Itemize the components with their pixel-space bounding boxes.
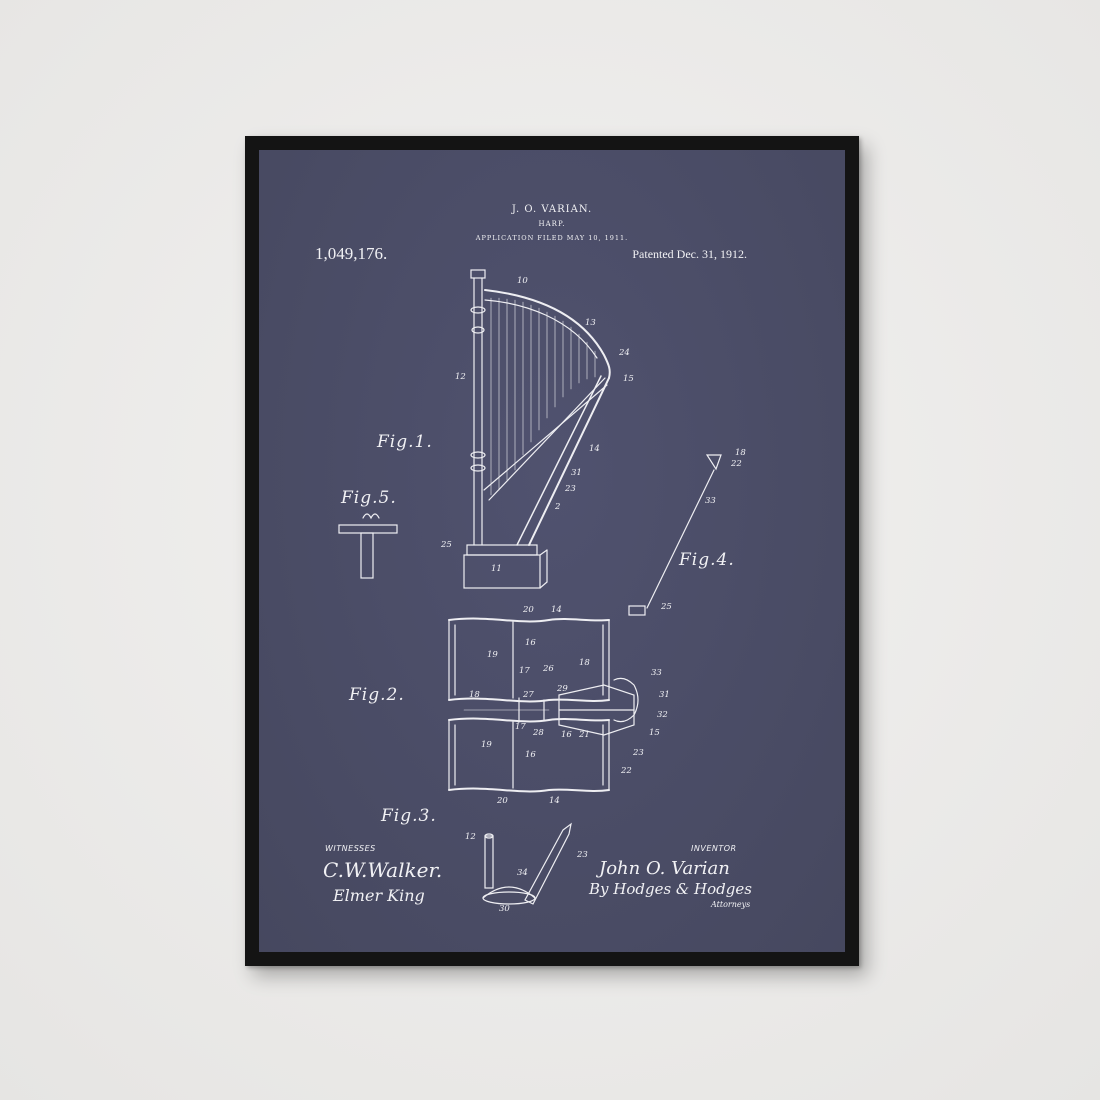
fig4-ref-18: 18 [735, 448, 746, 458]
fig2-ref-14a: 14 [551, 605, 562, 615]
filed-date: APPLICATION FILED MAY 10, 1911. [475, 234, 629, 242]
patent-poster: J. O. VARIAN. HARP. APPLICATION FILED MA… [259, 150, 845, 952]
fig2-ref-23: 23 [633, 748, 644, 758]
patent-drawings [338, 269, 722, 905]
fig2-ref-29: 29 [557, 684, 568, 694]
fig2-ref-18b: 18 [469, 690, 480, 700]
ref-12: 12 [455, 372, 466, 382]
ref-23: 23 [565, 484, 576, 494]
patent-date: Patented Dec. 31, 1912. [632, 247, 747, 261]
fig3-ref-34: 34 [517, 868, 528, 878]
fig2-ref-21: 21 [579, 730, 590, 740]
fig2-ref-31: 31 [659, 690, 670, 700]
witness-signature-2: Elmer King [333, 886, 425, 905]
fig2-ref-27: 27 [523, 690, 534, 700]
fig2-ref-26: 26 [543, 664, 554, 674]
fig2-ref-19a: 19 [487, 650, 498, 660]
inventor-label: INVENTOR [691, 844, 737, 853]
fig3-ref-30: 30 [499, 904, 510, 914]
inventor-name: J. O. VARIAN. [511, 204, 593, 215]
ref-2: 2 [555, 502, 561, 512]
witness-signature-1: C.W.Walker. [323, 858, 443, 882]
fig1-label: Fig.1. [377, 432, 433, 452]
fig4-ref-33: 33 [705, 496, 716, 506]
fig2-ref-20a: 20 [523, 605, 534, 615]
fig2-ref-33: 33 [651, 668, 662, 678]
fig4-label: Fig.4. [679, 550, 735, 570]
fig2-label: Fig.2. [349, 685, 405, 705]
fig2-ref-15: 15 [649, 728, 660, 738]
ref-25: 25 [441, 540, 452, 550]
ref-14: 14 [589, 444, 600, 454]
inventor-signature: John O. Varian [599, 858, 730, 879]
fig2-ref-18a: 18 [579, 658, 590, 668]
fig2-ref-17a: 17 [519, 666, 530, 676]
fig2-ref-16c: 16 [525, 750, 536, 760]
fig2-ref-16a: 16 [525, 638, 536, 648]
fig3-drawing [482, 822, 572, 905]
fig2-ref-14b: 14 [549, 796, 560, 806]
ref-10: 10 [517, 276, 528, 286]
fig2-drawing [448, 617, 639, 793]
harp-strings [490, 297, 596, 496]
fig2-ref-16b: 16 [561, 730, 572, 740]
fig5-label: Fig.5. [341, 488, 397, 508]
ref-11: 11 [491, 564, 502, 574]
attorneys-label: Attorneys [711, 900, 751, 909]
fig2-ref-32: 32 [657, 710, 668, 720]
witnesses-label: WITNESSES [325, 844, 376, 853]
fig2-ref-28: 28 [533, 728, 544, 738]
fig4-drawing [628, 454, 722, 616]
fig2-ref-17b: 17 [515, 722, 526, 732]
picture-frame: J. O. VARIAN. HARP. APPLICATION FILED MA… [245, 136, 859, 966]
harp-drawing [463, 269, 611, 589]
fig4-ref-25: 25 [661, 602, 672, 612]
attorney-signature: By Hodges & Hodges [589, 880, 752, 898]
patent-title: HARP. [538, 220, 566, 228]
ref-24: 24 [619, 348, 630, 358]
fig4-ref-22: 22 [731, 459, 742, 469]
ref-15: 15 [623, 374, 634, 384]
ref-31: 31 [571, 468, 582, 478]
patent-number: 1,049,176. [315, 244, 388, 263]
fig5-drawing [338, 513, 398, 579]
ref-13: 13 [585, 318, 596, 328]
fig2-ref-20b: 20 [497, 796, 508, 806]
fig3-ref-23: 23 [577, 850, 588, 860]
fig2-ref-22: 22 [621, 766, 632, 776]
fig2-ref-19b: 19 [481, 740, 492, 750]
fig3-ref-12: 12 [465, 832, 476, 842]
fig3-label: Fig.3. [381, 806, 437, 826]
